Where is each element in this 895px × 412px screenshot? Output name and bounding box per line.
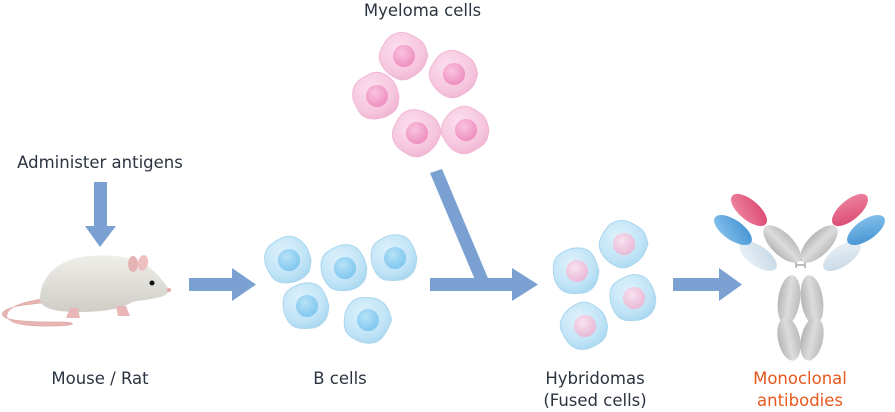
cell-nucleus [612,232,636,256]
myeloma-cell [428,49,479,99]
cell-nucleus [392,44,416,68]
cell-nucleus [573,314,597,338]
b-cell [343,296,393,344]
myeloma-cells [352,31,490,158]
label-b-cells: B cells [313,369,367,388]
arrow-antigens-to-mouse [85,182,116,247]
mouse-illustration [2,255,171,327]
hybridoma-cell [559,301,609,350]
arrow-mouse-to-bcells [189,268,256,301]
b-cell [320,244,368,292]
cell-nucleus [405,121,429,145]
cell-nucleus [454,118,478,142]
cell-nucleus [333,256,357,280]
b-cell [370,234,418,282]
hybridoma-cell [552,247,600,294]
b-cell [282,282,330,330]
mouse-eye [149,280,155,286]
myeloma-cell [440,105,490,155]
hybridoma-cell [609,274,657,322]
label-mouse-rat: Mouse / Rat [51,369,149,388]
cell-nucleus [295,294,319,318]
cell-nucleus [356,308,380,332]
label-myeloma-cells: Myeloma cells [363,1,482,20]
label-administer-antigens: Administer antigens [17,153,183,172]
cell-nucleus [365,84,389,108]
b-cells [264,234,418,344]
hybridoma-cells [552,220,657,350]
cell-nucleus [622,286,646,310]
cell-nucleus [442,62,466,86]
cell-nucleus [565,259,589,283]
cell-nucleus [383,246,407,270]
arrow-bcells-to-hybridomas [430,169,538,301]
mouse-feet [66,306,130,318]
myeloma-cell [391,109,442,158]
myeloma-cell [352,71,400,120]
antibody-illustration [714,193,885,361]
label-monoclonal: Monoclonal [753,369,847,388]
mouse-nose [167,288,171,292]
mouse-ear-back [128,256,138,272]
hybridoma-cell [598,220,649,269]
label-hybridomas: Hybridomas [545,369,645,388]
mouse-tail [2,297,73,327]
cell-nucleus [277,248,301,272]
mouse-ear-front [137,255,149,271]
label-fused-cells: (Fused cells) [543,391,647,410]
arrow-hybridomas-to-antibodies [673,268,742,301]
mouse-body [40,255,169,312]
label-antibodies: antibodies [757,391,843,410]
b-cell [264,235,312,284]
myeloma-cell [378,31,429,81]
